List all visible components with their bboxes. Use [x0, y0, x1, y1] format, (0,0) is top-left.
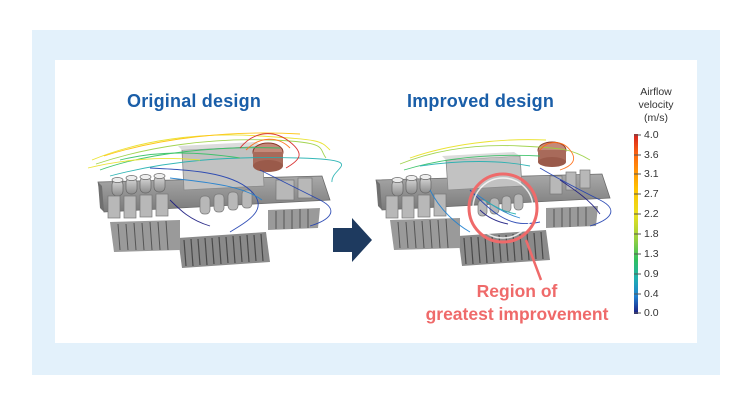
legend-tick-label: 1.3 [644, 248, 659, 260]
legend-tick-label: 2.7 [644, 188, 659, 200]
improved-streamlines [399, 139, 612, 233]
callout-line-1: Region of [476, 281, 558, 301]
legend-tick-label: 0.4 [644, 288, 659, 300]
original-design-title: Original design [127, 91, 262, 111]
improvement-highlight-circle [467, 172, 539, 244]
original-design-model [87, 132, 342, 268]
legend-title-line-3: (m/s) [644, 112, 668, 124]
improved-coil [537, 141, 567, 167]
legend-tick-label: 2.2 [644, 208, 659, 220]
original-capacitors [111, 173, 166, 197]
legend-tick-label: 0.9 [644, 268, 659, 280]
right-arrow-icon [333, 218, 372, 262]
improved-capacitors [391, 174, 432, 197]
original-back-block [181, 145, 265, 191]
legend-tick-label: 0.0 [644, 307, 659, 319]
improved-design-model [375, 139, 612, 281]
improved-design-title: Improved design [407, 91, 555, 111]
callout-line-2: greatest improvement [425, 304, 609, 324]
legend-tick-label: 3.6 [644, 149, 659, 161]
original-heatsink [110, 208, 320, 268]
legend-title-line-1: Airflow [640, 86, 672, 98]
legend-title-line-2: velocity [638, 99, 674, 111]
velocity-color-scale [634, 134, 641, 314]
legend-tick-label: 1.8 [644, 228, 659, 240]
improvement-callout: Region of greatest improvement [412, 280, 622, 326]
improved-heatsink [390, 206, 598, 266]
legend-tick-label: 3.1 [644, 168, 659, 180]
legend-tick-label: 4.0 [644, 129, 659, 141]
callout-leader-line [524, 239, 543, 281]
legend-title: Airflow velocity (m/s) [624, 86, 688, 125]
original-streamlines [87, 132, 342, 233]
